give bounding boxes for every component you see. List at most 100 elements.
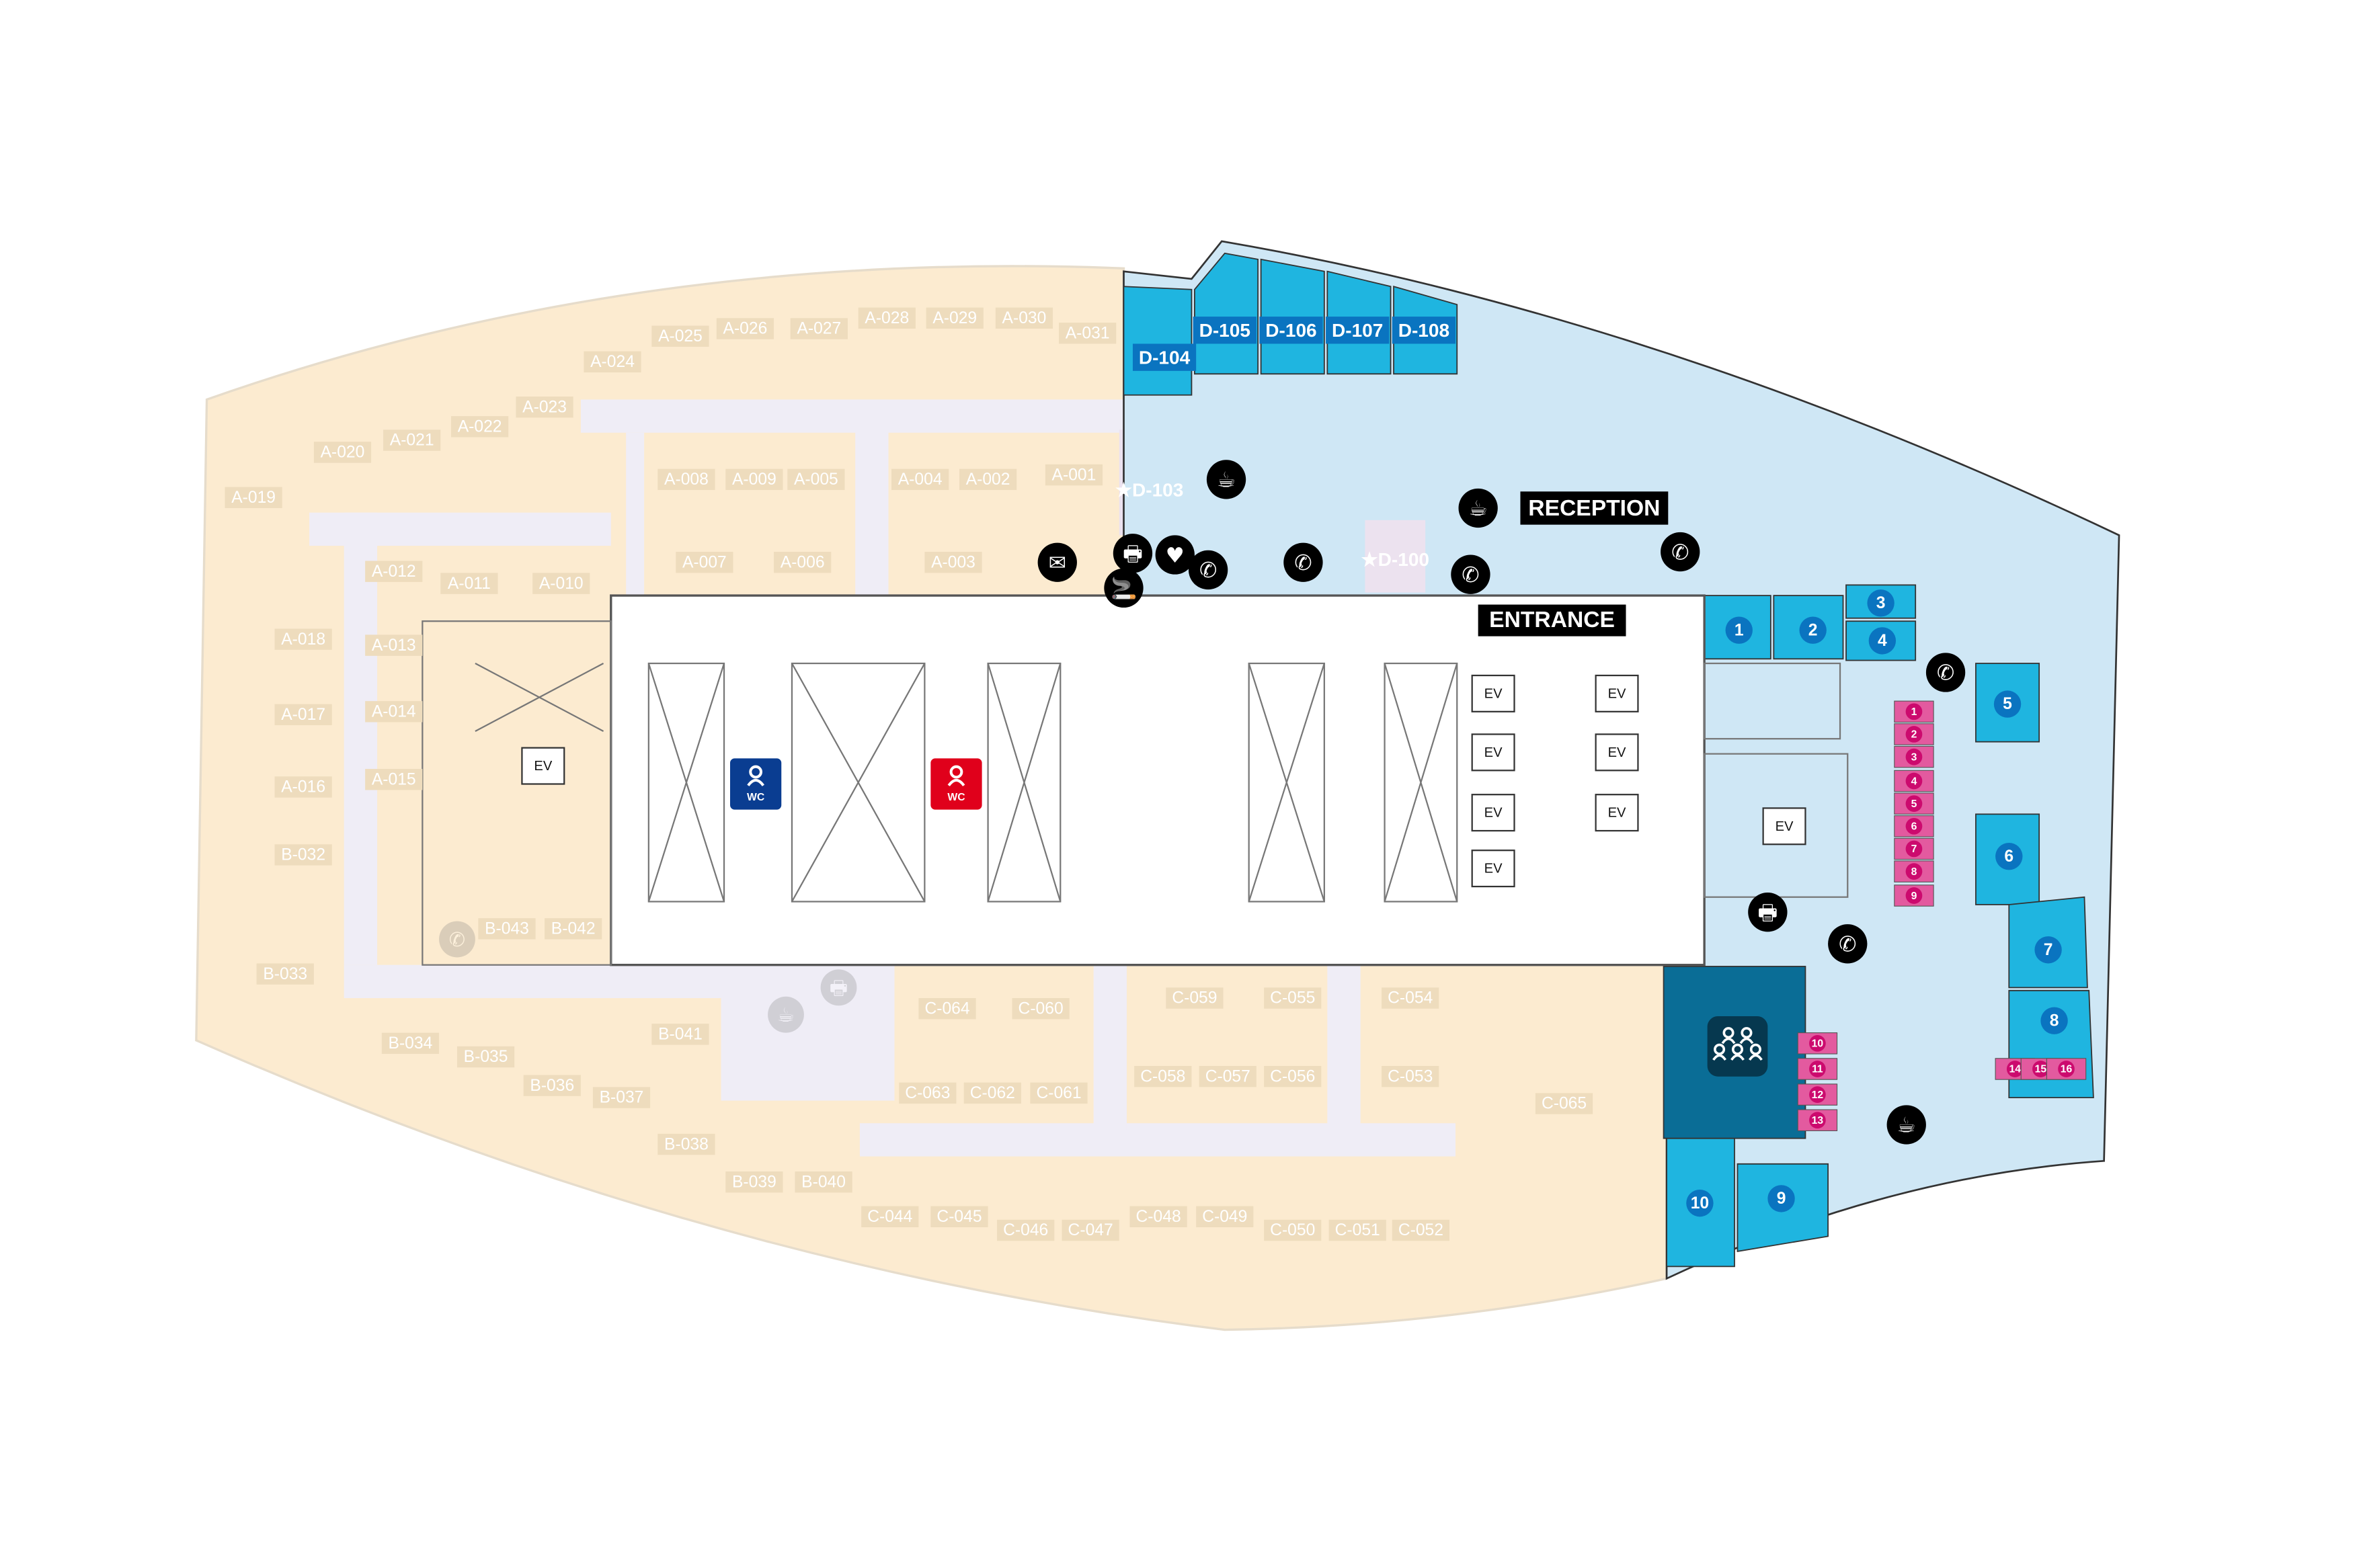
room-label[interactable]: C-056 <box>1270 1067 1315 1085</box>
room-label[interactable]: C-062 <box>970 1084 1015 1102</box>
wc-female-icon[interactable]: WC <box>930 758 982 810</box>
room-label[interactable]: B-040 <box>801 1173 846 1191</box>
phone-icon[interactable]: ✆ <box>1451 554 1490 594</box>
room-label[interactable]: C-047 <box>1068 1221 1113 1239</box>
room-label[interactable]: C-048 <box>1136 1208 1181 1226</box>
seminar-room-icon[interactable] <box>1707 1016 1768 1077</box>
reserved-room-label[interactable]: ★D-103 <box>1115 480 1183 501</box>
room-label[interactable]: A-016 <box>281 778 325 796</box>
room-label[interactable]: A-022 <box>458 417 502 436</box>
room-label-d[interactable]: D-106 <box>1265 320 1316 341</box>
room-label[interactable]: A-029 <box>932 309 977 327</box>
meeting-room-number[interactable]: 9 <box>1777 1190 1786 1208</box>
room-label[interactable]: A-025 <box>658 327 703 345</box>
room-label[interactable]: A-009 <box>732 470 776 489</box>
meeting-room-number[interactable]: 3 <box>1876 594 1886 612</box>
meeting-room-number[interactable]: 7 <box>2044 941 2053 959</box>
meeting-room-marker[interactable] <box>1993 690 2022 718</box>
room-label-d[interactable]: D-108 <box>1398 320 1449 341</box>
meeting-room-number[interactable]: 2 <box>1808 621 1818 639</box>
room-label[interactable]: A-030 <box>1002 309 1047 327</box>
room-label[interactable]: A-011 <box>448 575 491 593</box>
room-label[interactable]: A-013 <box>372 636 416 655</box>
room-label[interactable]: B-036 <box>530 1077 574 1095</box>
meeting-room-marker[interactable] <box>1686 1189 1714 1217</box>
room-label[interactable]: B-034 <box>389 1034 433 1053</box>
aed-icon[interactable]: ♥ <box>1155 535 1195 575</box>
meeting-room-marker[interactable] <box>1995 842 2023 870</box>
booth-number[interactable]: 3 <box>1911 751 1917 763</box>
room-label[interactable]: B-033 <box>263 965 307 983</box>
room-label-d[interactable]: D-107 <box>1332 320 1383 341</box>
room-label[interactable]: C-049 <box>1202 1208 1247 1226</box>
room-label[interactable]: B-037 <box>600 1089 644 1107</box>
meeting-room-marker[interactable] <box>1867 589 1895 617</box>
room-label[interactable]: C-061 <box>1036 1084 1081 1102</box>
phone-icon[interactable]: ✆ <box>1283 542 1323 582</box>
room-label-d[interactable]: D-104 <box>1139 347 1191 368</box>
room-label[interactable]: B-035 <box>464 1048 508 1066</box>
booth-number[interactable]: 4 <box>1911 776 1917 787</box>
phone-icon[interactable]: ✆ <box>1828 924 1868 964</box>
room-label[interactable]: A-015 <box>372 770 416 788</box>
room-label[interactable]: A-004 <box>898 470 943 489</box>
room-label[interactable]: B-041 <box>658 1026 703 1044</box>
room-label[interactable]: C-051 <box>1335 1221 1380 1239</box>
room-label[interactable]: A-031 <box>1066 324 1110 342</box>
wc-male-icon[interactable]: WC <box>729 758 782 810</box>
printer-icon[interactable]: 🖶 <box>1748 893 1788 932</box>
room-label[interactable]: A-014 <box>372 702 416 720</box>
booth-number[interactable]: 10 <box>1812 1038 1824 1050</box>
reserved-room-label[interactable]: ★D-100 <box>1361 549 1429 570</box>
meeting-room-marker[interactable] <box>1725 616 1753 644</box>
meeting-room-marker[interactable] <box>2034 936 2062 964</box>
booth-number[interactable]: 2 <box>1911 729 1917 741</box>
room-label[interactable]: A-007 <box>682 553 727 571</box>
coffee-icon[interactable]: ☕ <box>1458 488 1498 528</box>
room-label[interactable]: C-052 <box>1398 1221 1443 1239</box>
smoking-icon[interactable]: 🚬 <box>1104 568 1144 608</box>
room-label[interactable]: C-044 <box>867 1208 912 1226</box>
phone-icon[interactable]: ✆ <box>1188 550 1228 590</box>
booth-number[interactable]: 9 <box>1911 891 1917 902</box>
room-label[interactable]: B-042 <box>551 919 596 938</box>
room-label[interactable]: C-055 <box>1270 989 1315 1007</box>
room-label[interactable]: A-023 <box>522 398 567 416</box>
room-label[interactable]: A-018 <box>281 630 325 649</box>
phone-icon[interactable]: ✆ <box>1925 653 1966 692</box>
room-label[interactable]: A-021 <box>390 431 434 450</box>
room-label[interactable]: A-001 <box>1052 466 1096 484</box>
booth-number[interactable]: 5 <box>1911 798 1917 810</box>
coffee-icon[interactable]: ☕ <box>1886 1105 1926 1145</box>
room-label[interactable]: A-012 <box>372 563 416 581</box>
room-label[interactable]: C-063 <box>905 1084 950 1102</box>
booth-number[interactable]: 13 <box>1812 1115 1824 1126</box>
room-label[interactable]: A-005 <box>794 470 838 489</box>
phone-icon[interactable]: ✆ <box>1661 532 1700 572</box>
room-label[interactable]: C-057 <box>1205 1067 1250 1085</box>
booth-number[interactable]: 11 <box>1812 1064 1823 1075</box>
room-label[interactable]: A-010 <box>539 575 584 593</box>
room-label[interactable]: C-065 <box>1542 1095 1587 1113</box>
booth-number[interactable]: 14 <box>2009 1064 2022 1075</box>
room-label[interactable]: C-058 <box>1140 1067 1185 1085</box>
room-label[interactable]: C-064 <box>924 999 969 1018</box>
room-label-d[interactable]: D-105 <box>1199 320 1250 341</box>
room-label[interactable]: A-019 <box>231 489 276 507</box>
room-label[interactable]: C-053 <box>1388 1067 1433 1085</box>
meeting-room-number[interactable]: 1 <box>1734 621 1744 639</box>
room-label[interactable]: A-002 <box>966 470 1010 489</box>
room-label[interactable]: A-006 <box>781 553 825 571</box>
room-label[interactable]: B-032 <box>281 846 325 864</box>
room-label[interactable]: C-045 <box>936 1208 982 1226</box>
room-label[interactable]: B-039 <box>732 1173 776 1191</box>
meeting-room-number[interactable]: 8 <box>2050 1012 2059 1030</box>
room-label[interactable]: C-054 <box>1388 989 1433 1007</box>
meeting-room-number[interactable]: 4 <box>1878 632 1887 650</box>
room-label[interactable]: A-008 <box>664 470 709 489</box>
room-label[interactable]: C-059 <box>1172 989 1217 1007</box>
meeting-room-number[interactable]: 5 <box>2003 695 2012 713</box>
room-label[interactable]: A-003 <box>931 553 975 571</box>
room-label[interactable]: A-027 <box>797 320 841 338</box>
booth-number[interactable]: 16 <box>2061 1064 2073 1075</box>
